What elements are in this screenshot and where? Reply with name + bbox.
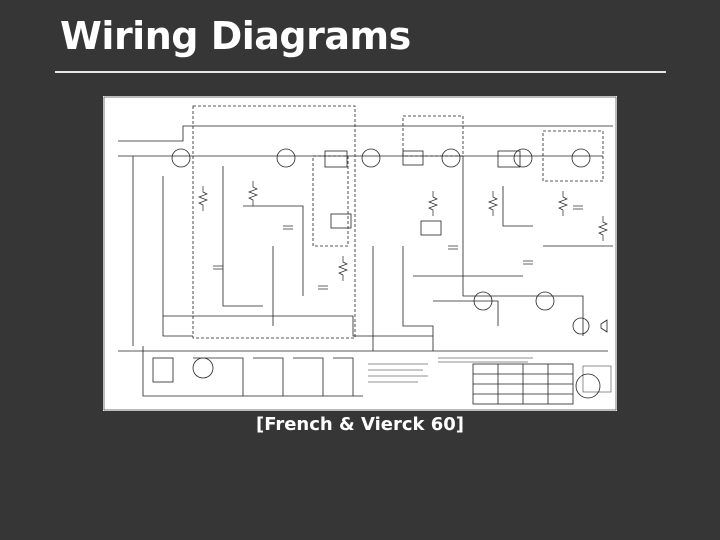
title-divider — [55, 71, 666, 73]
schematic-drawing — [103, 96, 617, 411]
image-citation: [French & Vierck 60] — [255, 414, 465, 435]
slide-title: Wiring Diagrams — [60, 14, 411, 58]
wiring-diagram-image — [103, 96, 617, 411]
